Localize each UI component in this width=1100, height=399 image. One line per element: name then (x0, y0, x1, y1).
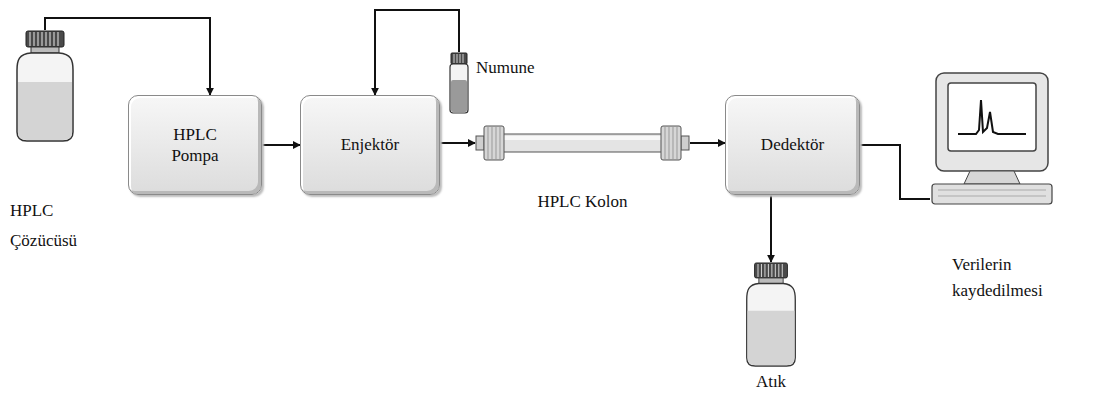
flow-connector (770, 195, 772, 262)
column-icon (475, 122, 690, 164)
detector-box: Dedektör (725, 95, 860, 195)
flow-connector (262, 144, 300, 146)
bottle-icon (15, 30, 75, 142)
part-label: Numune (476, 58, 566, 78)
flow-connector (860, 145, 930, 199)
flow-connector (375, 10, 459, 95)
vial-icon (446, 52, 472, 114)
pump-box: HPLC Pompa (128, 95, 262, 195)
injector-box: Enjektör (300, 95, 440, 195)
hplc-column: HPLC Kolon (475, 122, 690, 164)
box-label: Enjektör (333, 134, 408, 155)
part-label: HPLC Çözücüsü (10, 196, 110, 256)
box-label: HPLC Pompa (147, 124, 243, 167)
data-computer: Verilerin kaydedilmesi (930, 72, 1055, 207)
flow-connector (690, 142, 725, 144)
waste-bottle: Atık (745, 262, 797, 367)
computer-icon (930, 72, 1055, 207)
solvent-bottle: HPLC Çözücüsü (15, 30, 75, 142)
sample-vial: Numune (446, 52, 472, 114)
part-label: Atık (721, 372, 821, 392)
bottle-icon (745, 262, 797, 367)
part-label: Verilerin kaydedilmesi (952, 252, 1082, 305)
box-label: Dedektör (753, 134, 832, 155)
part-label: HPLC Kolon (475, 192, 690, 212)
flow-connector (440, 142, 475, 144)
